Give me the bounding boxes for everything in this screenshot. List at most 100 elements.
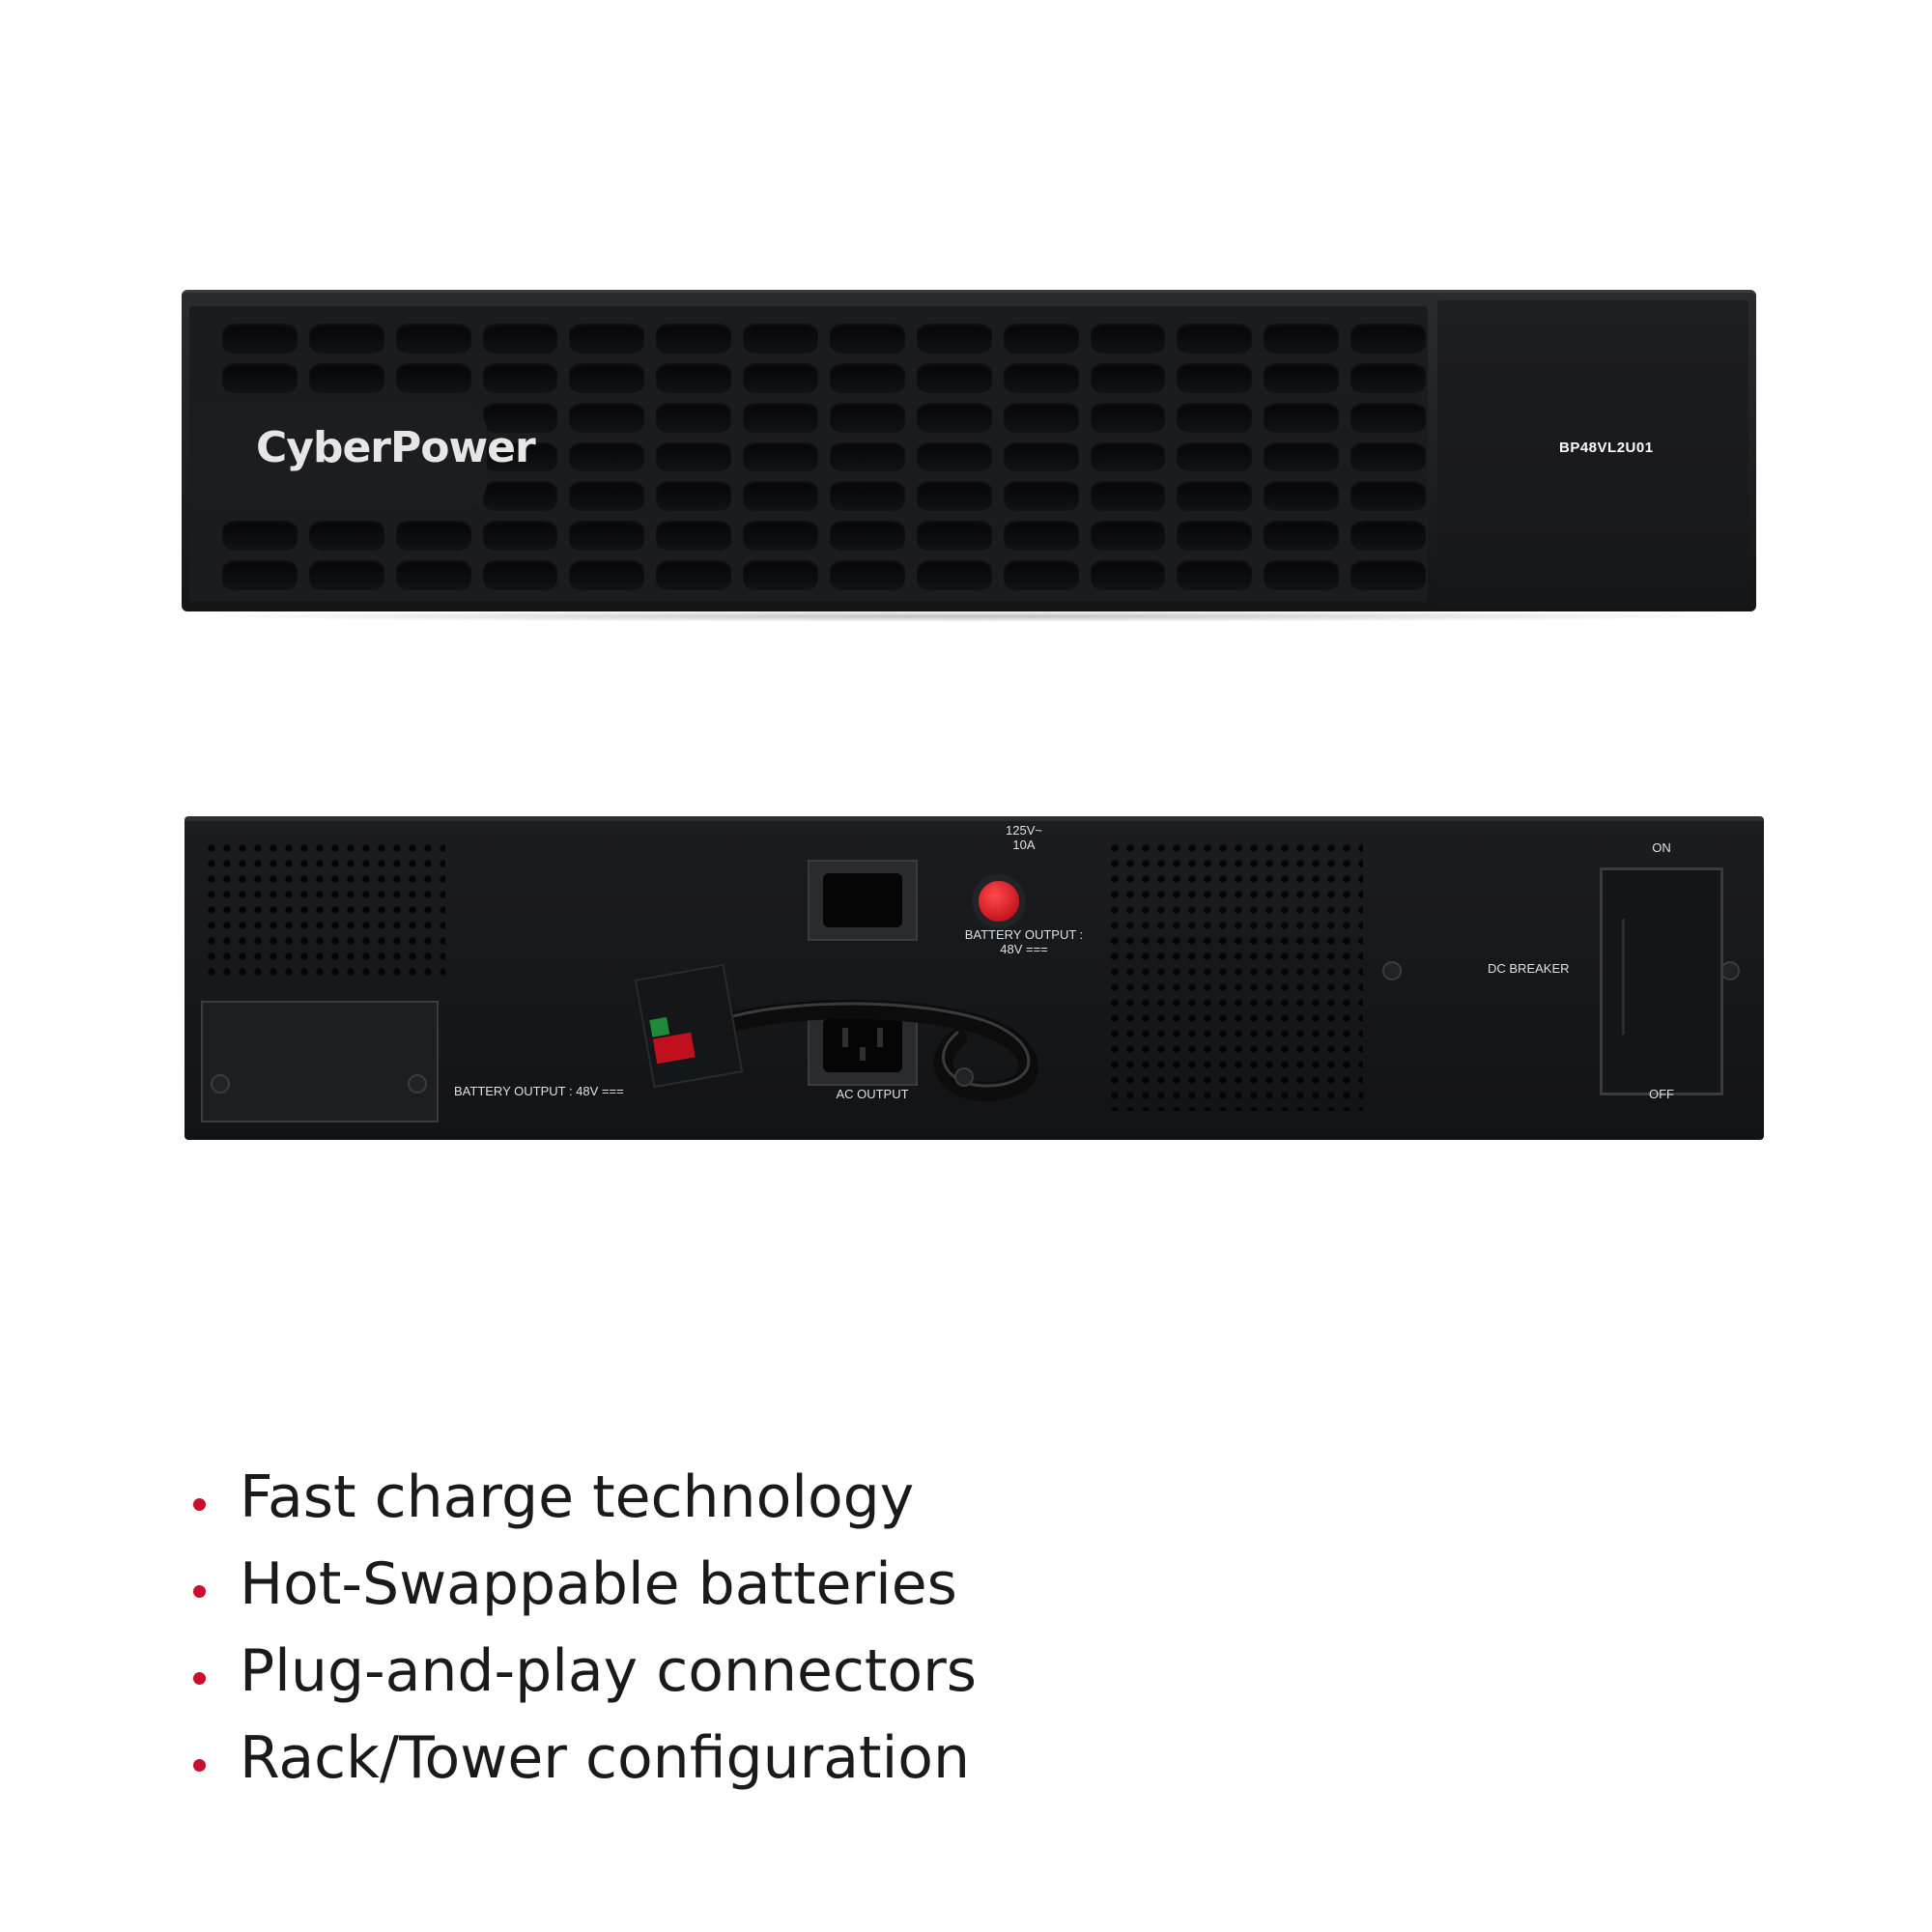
bullet-icon	[193, 1498, 206, 1511]
vent-slot	[916, 441, 992, 472]
vent-slot	[1264, 402, 1340, 433]
vent-slot	[743, 560, 818, 590]
battery-output-center-label: BATTERY OUTPUT : 48V ===	[964, 927, 1084, 956]
vent-slot	[1090, 560, 1166, 590]
vent-slot	[482, 481, 558, 512]
vent-slot	[1177, 324, 1253, 354]
rear-chassis	[185, 816, 1764, 1140]
vent-slot	[743, 521, 818, 552]
dc-breaker-switch[interactable]	[1600, 867, 1723, 1095]
dc-breaker-label: DC BREAKER	[1488, 961, 1570, 976]
vent-slot	[829, 362, 905, 393]
vent-slot	[1003, 441, 1079, 472]
vent-slot	[1090, 324, 1166, 354]
vent-slot	[1003, 481, 1079, 512]
battery-output-left-label: BATTERY OUTPUT : 48V ===	[454, 1084, 624, 1098]
rear-view-battery-pack	[185, 816, 1764, 1140]
vent-slot	[222, 560, 298, 590]
vent-slot	[656, 362, 732, 393]
vent-slot	[1177, 481, 1253, 512]
vent-slot	[829, 441, 905, 472]
red-terminal	[652, 1032, 696, 1065]
vent-slot	[569, 481, 645, 512]
vent-slot	[916, 324, 992, 354]
vent-slot	[1003, 324, 1079, 354]
vent-slot	[308, 521, 384, 552]
logo-plate	[197, 403, 487, 511]
vent-slot	[482, 521, 558, 552]
vent-slot	[1264, 481, 1340, 512]
front-chassis	[182, 290, 1756, 611]
rear-screw	[1382, 961, 1402, 980]
vent-slot	[569, 402, 645, 433]
vent-slot	[308, 324, 384, 354]
circuit-breaker-reset-button[interactable]	[972, 874, 1026, 928]
vent-slot	[308, 560, 384, 590]
vent-slot	[656, 521, 732, 552]
vent-slot	[1350, 441, 1426, 472]
ac-input-socket	[808, 860, 918, 941]
vent-slot	[482, 560, 558, 590]
vent-slot	[308, 362, 384, 393]
vent-slot	[829, 560, 905, 590]
vent-slot	[656, 481, 732, 512]
vent-slot	[1350, 362, 1426, 393]
front-bezel	[189, 306, 1428, 602]
vent-slot	[482, 362, 558, 393]
vent-slot	[569, 362, 645, 393]
vent-slot	[916, 521, 992, 552]
model-panel	[1437, 300, 1748, 606]
vent-slot	[395, 521, 471, 552]
vent-slot	[1090, 441, 1166, 472]
vent-slot	[1264, 324, 1340, 354]
vent-slot	[1090, 362, 1166, 393]
vent-slot	[569, 560, 645, 590]
vent-slot	[743, 362, 818, 393]
green-terminal	[649, 1016, 670, 1037]
vent-slot	[1350, 324, 1426, 354]
front-shadow	[182, 611, 1756, 622]
vent-slot	[1350, 481, 1426, 512]
vent-slot	[482, 402, 558, 433]
vent-slot	[395, 362, 471, 393]
vent-slot	[222, 521, 298, 552]
battery-cable	[716, 1000, 1038, 1101]
vent-slot	[1177, 560, 1253, 590]
bullet-icon	[193, 1672, 206, 1685]
vent-slot	[656, 560, 732, 590]
vent-slot	[743, 324, 818, 354]
vent-slot	[1090, 402, 1166, 433]
vent-slot	[1264, 441, 1340, 472]
rear-screw	[1720, 961, 1740, 980]
vent-slot	[569, 441, 645, 472]
vent-slot	[916, 362, 992, 393]
vent-slot	[1177, 402, 1253, 433]
ac-output-label: AC OUTPUT	[836, 1087, 909, 1101]
vent-slot	[916, 402, 992, 433]
vent-slot	[1003, 521, 1079, 552]
vent-slot	[1090, 521, 1166, 552]
bullet-icon	[193, 1759, 206, 1772]
anderson-connector[interactable]	[634, 963, 744, 1089]
vent-slot	[1177, 362, 1253, 393]
vent-slot	[916, 481, 992, 512]
vent-slot	[482, 441, 558, 472]
vent-slot	[1177, 441, 1253, 472]
switch-on-label: ON	[1652, 840, 1671, 855]
model-number: BP48VL2U01	[1559, 440, 1654, 456]
breaker-rating-label: 125V~ 10A	[1006, 823, 1042, 852]
vent-slot	[743, 441, 818, 472]
cyberpower-logo: CyberPower	[256, 423, 536, 472]
vent-slot	[222, 362, 298, 393]
vent-slot	[829, 402, 905, 433]
vent-slot	[1350, 521, 1426, 552]
vent-slot	[482, 324, 558, 354]
vent-slot	[222, 324, 298, 354]
vent-slot	[1264, 362, 1340, 393]
vent-slot	[916, 560, 992, 590]
center-vent-perforation	[1107, 840, 1363, 1111]
rear-screw	[954, 1067, 974, 1087]
vent-slot	[1264, 560, 1340, 590]
vent-slot	[1177, 521, 1253, 552]
vent-slot	[1003, 362, 1079, 393]
